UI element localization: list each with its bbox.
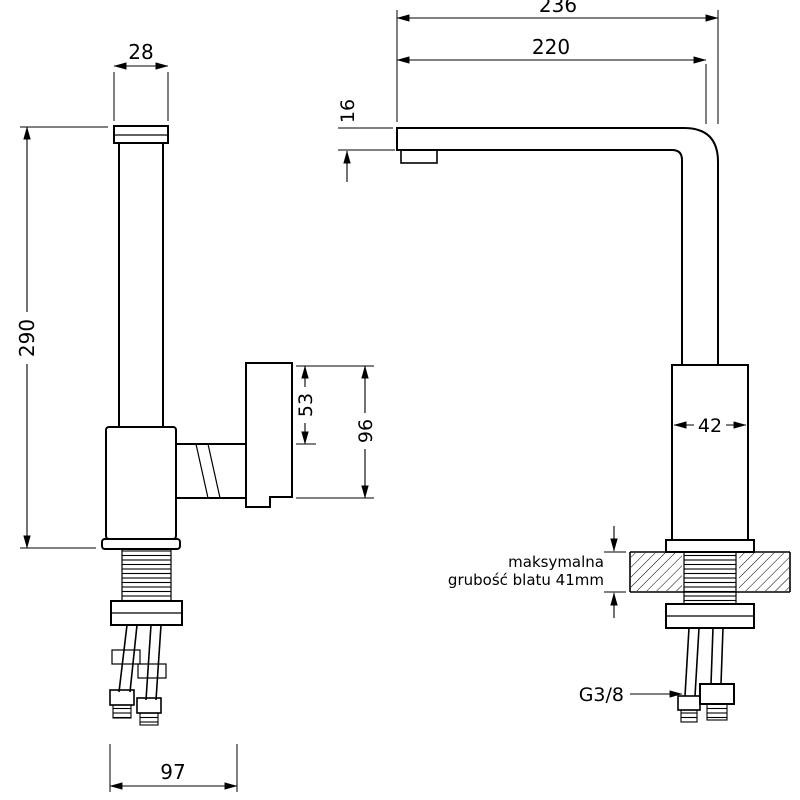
aerator-nozzle <box>400 149 438 164</box>
base-flange <box>101 538 181 550</box>
dimension-53: 53 <box>295 365 374 445</box>
dim-label-236: 236 <box>539 0 577 17</box>
dim-label-42: 42 <box>698 415 722 437</box>
dimension-countertop-thickness: maksymalna grubość blatu 41mm <box>448 526 626 618</box>
thread-size-label: G3/8 <box>579 684 624 706</box>
spout-inner-edge <box>396 149 683 366</box>
threaded-stem <box>121 548 172 602</box>
dimension-16: 16 <box>337 95 395 182</box>
faucet-side-view <box>101 125 293 726</box>
dim-label-96: 96 <box>355 419 377 443</box>
dim-label-97: 97 <box>160 760 185 784</box>
dimension-290: 290 <box>15 126 108 549</box>
countertop-note-line2: grubość blatu 41mm <box>448 571 604 589</box>
dim-label-53: 53 <box>295 393 317 417</box>
supply-hoses <box>109 624 167 726</box>
supply-hoses-front <box>677 627 735 723</box>
dimension-28: 28 <box>113 40 169 121</box>
g38-connector <box>699 683 735 705</box>
spout-outer-edge <box>396 127 719 366</box>
threaded-stem-front <box>683 551 737 605</box>
dimension-220: 220 <box>396 35 707 124</box>
countertop-note-line1: maksymalna <box>508 553 604 571</box>
handle-lever <box>245 362 293 508</box>
dimension-97: 97 <box>109 744 238 792</box>
countertop-section <box>629 551 791 593</box>
dimension-96: 96 <box>296 365 377 499</box>
faucet-front-view <box>396 127 791 723</box>
faucet-body <box>105 426 177 540</box>
dimension-42: 42 <box>673 414 747 437</box>
dim-label-16: 16 <box>337 99 359 123</box>
dim-label-220: 220 <box>532 35 570 59</box>
base-flange-front <box>665 539 755 553</box>
thread-callout: G3/8 <box>579 684 683 706</box>
dim-label-28: 28 <box>128 40 153 64</box>
faucet-body-front <box>671 364 749 541</box>
dimension-236: 236 <box>396 0 719 124</box>
dim-label-290: 290 <box>15 319 39 357</box>
